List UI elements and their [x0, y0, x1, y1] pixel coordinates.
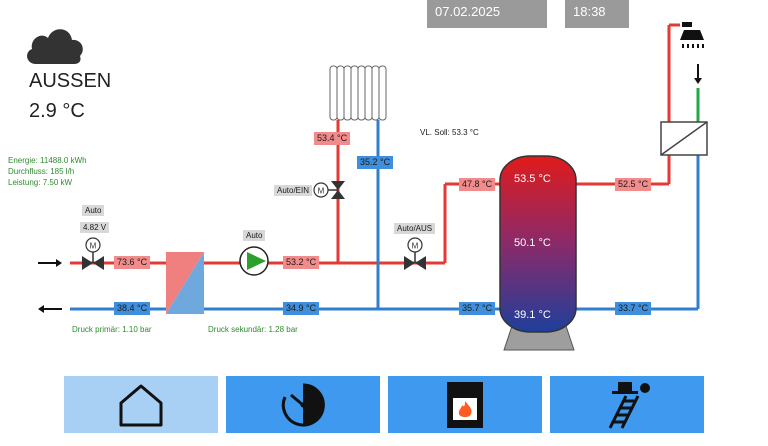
cloud-icon	[27, 29, 83, 64]
secondary-pressure: Druck sekundär: 1.28 bar	[208, 325, 298, 334]
primary-valve-mode[interactable]: Auto	[82, 205, 105, 216]
vl-soll-text: VL. Soll: 53.3 °C	[420, 128, 479, 137]
primary-pressure: Druck primär: 1.10 bar	[72, 325, 152, 334]
radiator-valve-mode[interactable]: Auto/EIN	[274, 185, 313, 196]
tank-valve-icon: M	[404, 237, 426, 270]
down-arrow-icon	[694, 64, 702, 84]
primary-supply-arrow-icon	[38, 259, 62, 267]
flow-stat: Durchfluss: 185 l/h	[8, 167, 75, 176]
tank-middle-temp: 50.1 °C	[514, 237, 551, 249]
home-icon	[119, 384, 163, 426]
nav-home-button[interactable]	[64, 376, 218, 433]
nav-schedule-button[interactable]	[226, 376, 380, 433]
clock-icon	[281, 382, 325, 426]
primary-return-temp: 38.4 °C	[114, 302, 151, 315]
outside-temperature: 2.9 °C	[29, 100, 85, 122]
svg-text:M: M	[412, 242, 419, 251]
time-display: 18:38	[565, 0, 629, 28]
tank-bottom-temp: 39.1 °C	[514, 309, 551, 321]
radiator-return-temp: 35.2 °C	[357, 156, 394, 169]
svg-text:M: M	[318, 187, 325, 196]
primary-valve-voltage: 4.82 V	[80, 222, 110, 233]
hydraulic-diagram: M M M	[38, 22, 708, 351]
primary-return-arrow-icon	[38, 305, 62, 313]
heat-exchanger-icon	[166, 252, 204, 314]
primary-supply-temp: 73.6 °C	[114, 256, 151, 269]
pump-mode[interactable]: Auto	[243, 230, 266, 241]
date-display: 07.02.2025	[427, 0, 547, 28]
tank-inlet-temp: 47.8 °C	[459, 178, 496, 191]
dhw-return-temp: 33.7 °C	[615, 302, 652, 315]
nav-chimney-sweep-button[interactable]	[550, 376, 704, 433]
power-stat: Leistung: 7.50 kW	[8, 178, 73, 187]
radiator-valve-icon: M	[313, 181, 345, 199]
chimney-sweep-icon	[608, 381, 650, 429]
outside-label: AUSSEN	[29, 70, 112, 92]
stove-fire-icon	[447, 381, 483, 428]
tank-valve-mode[interactable]: Auto/AUS	[394, 223, 436, 234]
secondary-return-temp: 34.9 °C	[283, 302, 320, 315]
tank-top-temp: 53.5 °C	[514, 173, 551, 185]
dhw-supply-temp: 52.5 °C	[615, 178, 652, 191]
shower-icon	[680, 22, 704, 48]
radiator-supply-temp: 53.4 °C	[314, 132, 351, 145]
energy-stat: Energie: 11488.0 kWh	[8, 156, 87, 165]
pump-icon	[239, 246, 269, 276]
nav-stove-button[interactable]	[388, 376, 542, 433]
svg-text:M: M	[90, 242, 97, 251]
secondary-supply-temp: 53.2 °C	[283, 256, 320, 269]
tank-return-temp: 35.7 °C	[459, 302, 496, 315]
primary-valve-icon: M	[82, 237, 104, 270]
radiator-icon	[329, 65, 387, 121]
storage-tank-icon	[499, 155, 577, 351]
dhw-heat-exchanger-icon	[660, 121, 708, 156]
